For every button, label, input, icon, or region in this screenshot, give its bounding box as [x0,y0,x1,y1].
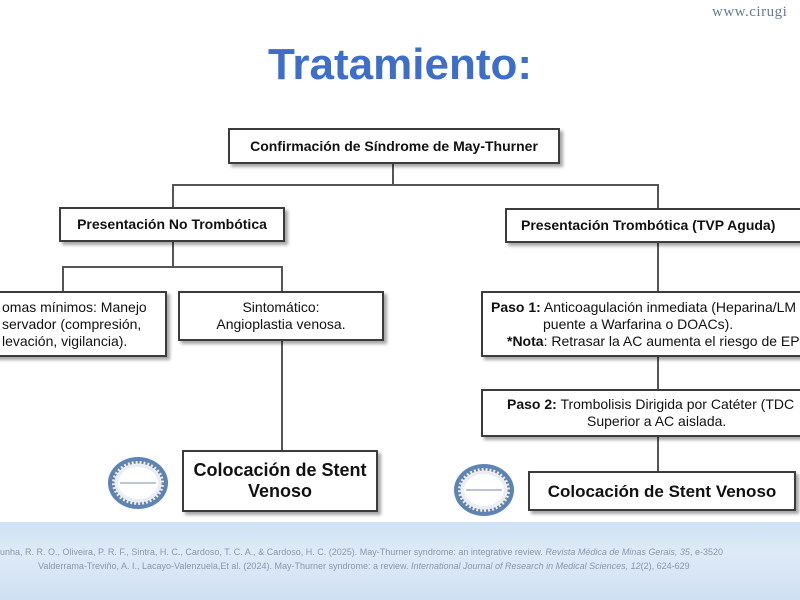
symptomatic-line-1: Sintomático: [242,299,320,315]
symptomatic-node: Sintomático: Angioplastia venosa. [178,291,384,341]
root-node: Confirmación de Síndrome de May-Thurner [228,128,560,164]
step1-note-label: *Nota [507,332,544,349]
reference-1-journal: Revista Médica de Minas Gerais, 35 [545,547,690,557]
minimal-line-2: servador (compresión, [2,315,142,332]
step2-label: Paso 2: [507,396,557,412]
minimal-symptoms-node: omas mínimos: Manejo servador (compresió… [0,291,167,357]
reference-1-tail: , e-3520 [689,547,723,557]
step1-line2: puente a Warfarina o DOACs). [543,315,734,332]
stent-cross-section-icon [108,457,168,509]
non-thrombotic-node: Presentación No Trombótica [59,207,285,242]
stent-left-line-2: Venoso [247,481,313,501]
step2-text: Trombolisis Dirigida por Catéter (TDC [556,396,795,412]
references-footer: unha, R. R. O., Oliveira, P. R. F., Sint… [0,522,800,600]
stent-left-line-1: Colocación de Stent [193,460,367,480]
minimal-line-3: levación, vigilancia). [2,332,128,349]
reference-2: Valderrama-Treviño, A. I., Lacayo-Valenz… [38,561,800,571]
symptomatic-line-2: Angioplastia venosa. [216,316,346,332]
reference-1: unha, R. R. O., Oliveira, P. R. F., Sint… [0,547,800,557]
reference-2-text: Valderrama-Treviño, A. I., Lacayo-Valenz… [38,561,411,571]
minimal-line-1: omas mínimos: Manejo [2,298,147,315]
step2-line2: Superior a AC aislada. [587,413,727,429]
step1-text: Anticoagulación inmediata (Heparina/LM [540,298,797,315]
reference-2-journal: International Journal of Research in Med… [411,561,641,571]
stent-right-node: Colocación de Stent Venoso [528,471,796,511]
reference-2-tail: (2), 624-629 [640,561,690,571]
thrombotic-node: Presentación Trombótica (TVP Aguda) [505,208,800,243]
step2-node: Paso 2: Trombolisis Dirigida por Catéter… [481,389,800,437]
step1-node: Paso 1: Anticoagulación inmediata (Hepar… [481,291,800,357]
stent-cross-section-icon [454,464,514,516]
stent-left-node: Colocación de Stent Venoso [182,450,378,512]
step1-note-text: : Retrasar la AC aumenta el riesgo de EP… [543,332,800,349]
page-title: Tratamiento: [267,40,533,89]
step1-label: Paso 1: [491,298,541,315]
website-url: www.cirugi [712,4,788,20]
reference-1-text: unha, R. R. O., Oliveira, P. R. F., Sint… [0,547,546,557]
